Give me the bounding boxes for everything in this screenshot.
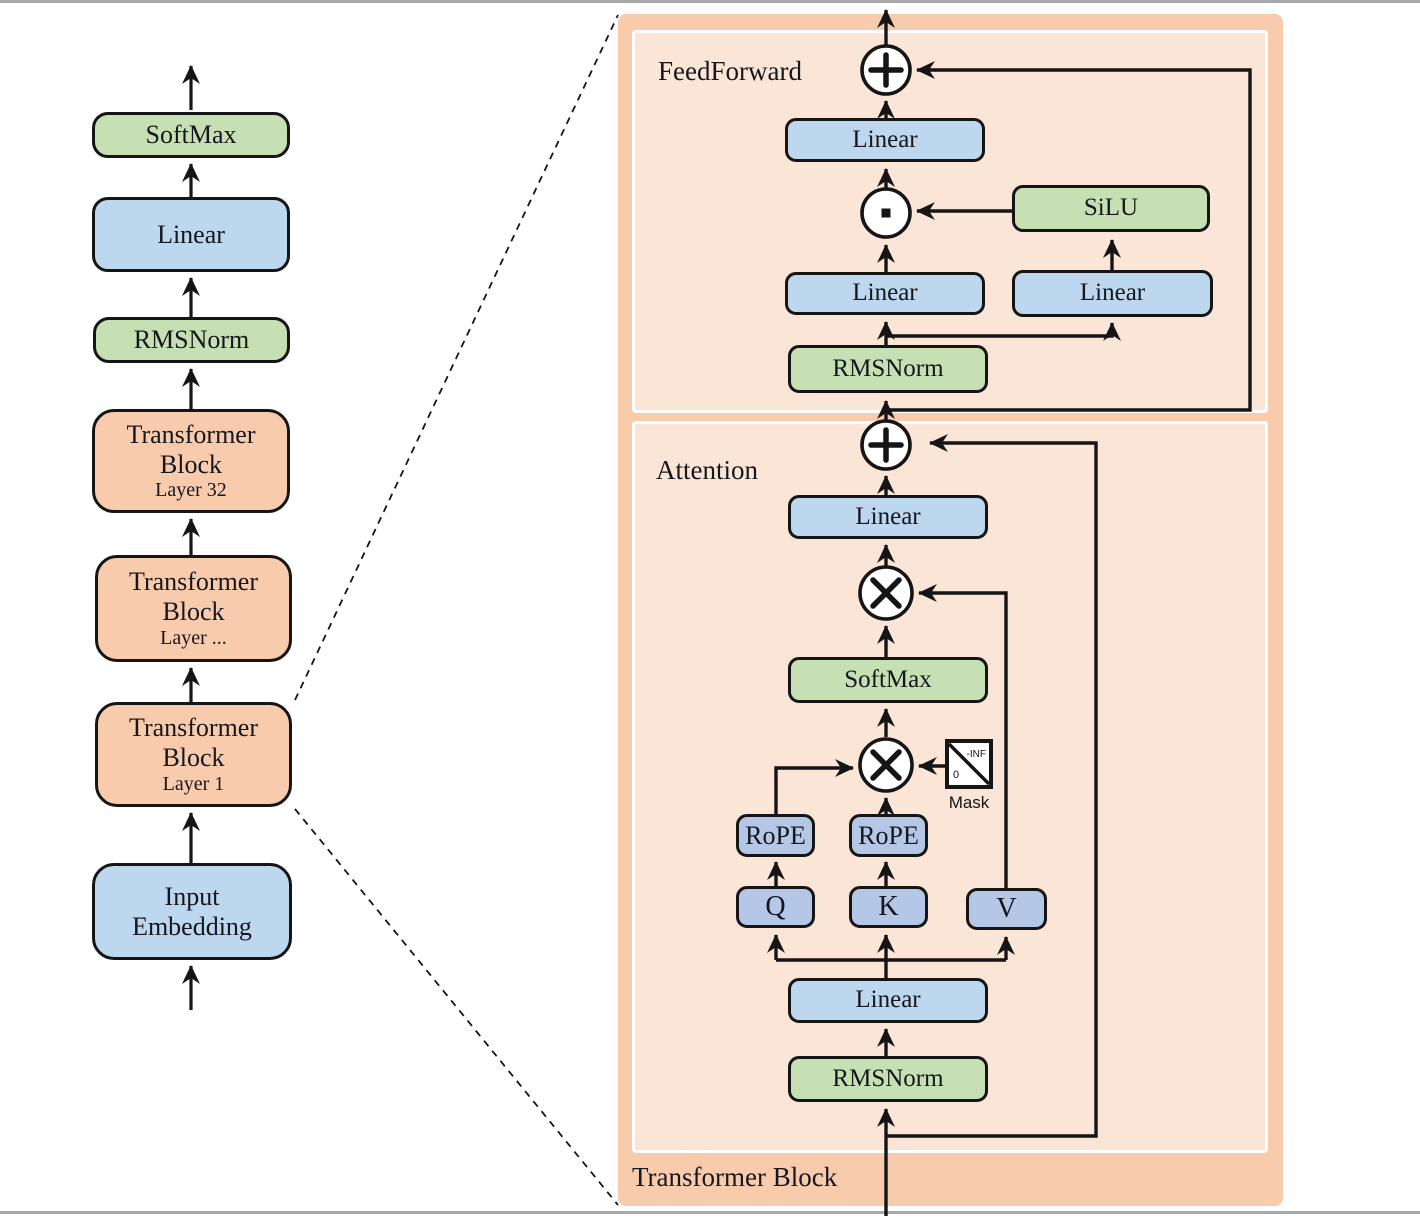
ff-linear-out-box: Linear xyxy=(785,118,985,162)
value-path xyxy=(918,584,1008,888)
rope-q-box: RoPE xyxy=(736,814,815,857)
ff-silu-label: SiLU xyxy=(1083,194,1139,222)
feedforward-residual xyxy=(886,61,1252,412)
left-linear-label: Linear xyxy=(157,219,225,249)
transformer-block-mid-box: Transformer Block Layer ... xyxy=(95,555,292,662)
ff-linear-out-label: Linear xyxy=(852,125,918,153)
feedforward-section-label: FeedForward xyxy=(658,56,802,86)
ff-rmsnorm-box: RMSNorm xyxy=(788,345,988,393)
ff-rmsnorm-label: RMSNorm xyxy=(832,354,944,382)
attention-residual xyxy=(886,434,1098,1138)
attention-linear-out-box: Linear xyxy=(788,495,988,539)
left-rmsnorm-label: RMSNorm xyxy=(133,325,250,355)
top-frame-line xyxy=(0,0,1420,3)
blockmid-line1: Transformer xyxy=(128,567,259,597)
left-rmsnorm-box: RMSNorm xyxy=(93,317,290,363)
value-label: V xyxy=(996,892,1017,924)
ff-silu-box: SiLU xyxy=(1012,185,1210,232)
left-softmax-label: SoftMax xyxy=(145,120,237,150)
block32-line3: Layer 32 xyxy=(155,479,227,502)
rope-k-box: RoPE xyxy=(849,814,928,857)
input-embedding-box: Input Embedding xyxy=(92,863,292,960)
mask-inf-label: -INF xyxy=(967,749,986,760)
attention-softmax-label: SoftMax xyxy=(844,665,932,693)
operator-glyphs xyxy=(868,52,904,781)
block1-line3: Layer 1 xyxy=(162,772,225,795)
transformer-block-32-box: Transformer Block Layer 32 xyxy=(92,409,290,513)
attention-softmax-box: SoftMax xyxy=(788,657,988,703)
block32-line2: Block xyxy=(159,449,223,479)
block32-line1: Transformer xyxy=(126,419,256,449)
value-box: V xyxy=(966,888,1047,930)
causal-mask-symbol: -INF 0 Mask xyxy=(945,739,993,812)
attention-rmsnorm-box: RMSNorm xyxy=(788,1056,988,1102)
ff-linear-up-box: Linear xyxy=(1012,270,1213,317)
ff-linear-up-label: Linear xyxy=(1079,279,1146,307)
ff-linear-gate-label: Linear xyxy=(852,279,918,307)
attention-linear-out-label: Linear xyxy=(855,502,921,530)
query-label: Q xyxy=(765,890,786,922)
block1-line1: Transformer xyxy=(128,713,259,743)
dot-glyph xyxy=(881,208,891,218)
left-linear-box: Linear xyxy=(92,197,290,272)
transformer-block-1-box: Transformer Block Layer 1 xyxy=(95,702,292,807)
rope-q-label: RoPE xyxy=(745,820,806,850)
attention-linear-in-label: Linear xyxy=(855,986,921,1014)
transformer-block-panel-label: Transformer Block xyxy=(632,1162,838,1192)
query-box: Q xyxy=(736,886,815,928)
zoom-guide-dashed-lines xyxy=(294,14,619,1206)
mask-zero-label: 0 xyxy=(953,769,959,781)
bottom-frame-line xyxy=(0,1211,1420,1214)
blockmid-line2: Block xyxy=(162,597,225,626)
attention-section-label: Attention xyxy=(656,455,758,485)
blockmid-line3: Layer ... xyxy=(160,626,227,649)
block1-line2: Block xyxy=(162,743,225,772)
attention-linear-in-box: Linear xyxy=(788,978,988,1023)
input-embedding-line2: Embedding xyxy=(132,911,252,941)
left-softmax-box: SoftMax xyxy=(92,112,290,158)
rope-k-label: RoPE xyxy=(858,820,919,850)
ff-linear-gate-box: Linear xyxy=(785,272,985,315)
attention-rmsnorm-label: RMSNorm xyxy=(832,1064,944,1092)
key-box: K xyxy=(849,886,928,928)
key-label: K xyxy=(878,890,899,922)
mask-label: Mask xyxy=(949,793,990,812)
block-flow-arrows xyxy=(767,9,1252,1216)
input-embedding-line1: Input xyxy=(164,881,220,911)
